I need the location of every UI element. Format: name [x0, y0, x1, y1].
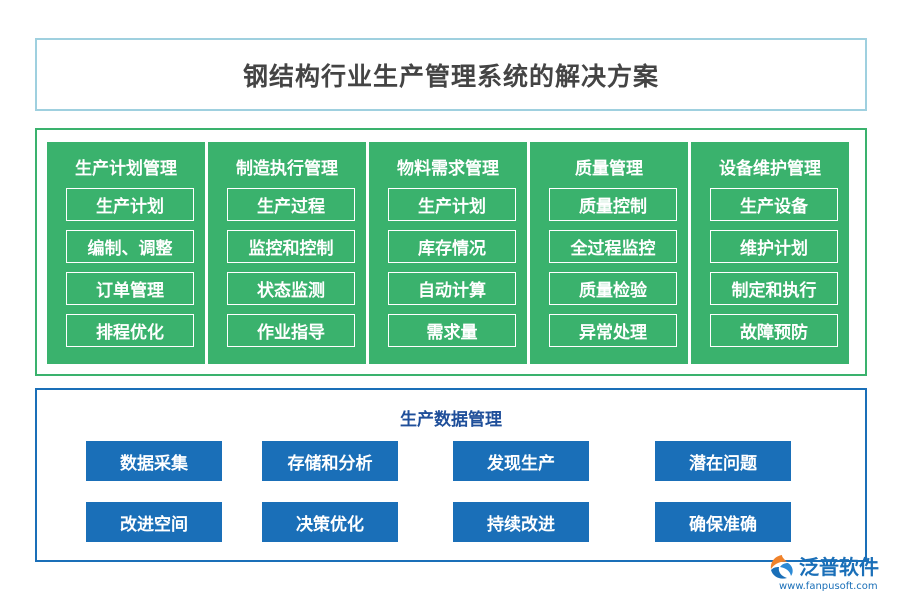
title-box: 钢结构行业生产管理系统的解决方案 — [35, 38, 867, 111]
fanpu-logo-icon — [770, 555, 793, 579]
module-heading: 设备维护管理 — [719, 159, 821, 179]
modules-frame: 生产计划管理 生产计划 编制、调整 订单管理 排程优化 制造执行管理 生产过程 … — [35, 128, 867, 376]
data-item: 潜在问题 — [655, 441, 791, 481]
module-heading: 生产计划管理 — [75, 159, 177, 179]
data-management-frame: 生产数据管理 数据采集 存储和分析 发现生产 潜在问题 改进空间 决策优化 持续… — [35, 388, 867, 562]
module-production-plan: 生产计划管理 生产计划 编制、调整 订单管理 排程优化 — [47, 142, 205, 364]
module-item: 生产设备 — [710, 188, 838, 221]
module-heading: 质量管理 — [575, 159, 643, 179]
data-item: 改进空间 — [86, 502, 222, 542]
module-item: 监控和控制 — [227, 230, 355, 263]
module-equipment-maintenance: 设备维护管理 生产设备 维护计划 制定和执行 故障预防 — [691, 142, 849, 364]
module-item: 维护计划 — [710, 230, 838, 263]
data-item: 决策优化 — [262, 502, 398, 542]
module-item: 故障预防 — [710, 314, 838, 347]
module-item: 生产过程 — [227, 188, 355, 221]
module-item: 库存情况 — [388, 230, 516, 263]
brand-name: 泛普软件 — [799, 555, 879, 579]
module-item: 状态监测 — [227, 272, 355, 305]
module-item: 全过程监控 — [549, 230, 677, 263]
module-item: 制定和执行 — [710, 272, 838, 305]
module-item: 排程优化 — [66, 314, 194, 347]
module-item: 编制、调整 — [66, 230, 194, 263]
module-item: 生产计划 — [388, 188, 516, 221]
module-item: 生产计划 — [66, 188, 194, 221]
module-heading: 制造执行管理 — [236, 159, 338, 179]
module-quality: 质量管理 质量控制 全过程监控 质量检验 异常处理 — [530, 142, 688, 364]
module-item: 需求量 — [388, 314, 516, 347]
data-management-heading: 生产数据管理 — [400, 410, 502, 430]
module-heading: 物料需求管理 — [397, 159, 499, 179]
data-item: 发现生产 — [453, 441, 589, 481]
module-item: 订单管理 — [66, 272, 194, 305]
module-item: 作业指导 — [227, 314, 355, 347]
module-material-requirements: 物料需求管理 生产计划 库存情况 自动计算 需求量 — [369, 142, 527, 364]
data-item: 存储和分析 — [262, 441, 398, 481]
page-title: 钢结构行业生产管理系统的解决方案 — [242, 61, 659, 91]
brand-url: www.fanpusoft.com — [779, 581, 878, 592]
data-item: 数据采集 — [86, 441, 222, 481]
module-item: 异常处理 — [549, 314, 677, 347]
data-item: 确保准确 — [655, 502, 791, 542]
brand-logo: 泛普软件 www.fanpusoft.com — [765, 551, 895, 596]
module-item: 质量控制 — [549, 188, 677, 221]
module-manufacturing-execution: 制造执行管理 生产过程 监控和控制 状态监测 作业指导 — [208, 142, 366, 364]
data-item: 持续改进 — [453, 502, 589, 542]
module-item: 质量检验 — [549, 272, 677, 305]
module-item: 自动计算 — [388, 272, 516, 305]
